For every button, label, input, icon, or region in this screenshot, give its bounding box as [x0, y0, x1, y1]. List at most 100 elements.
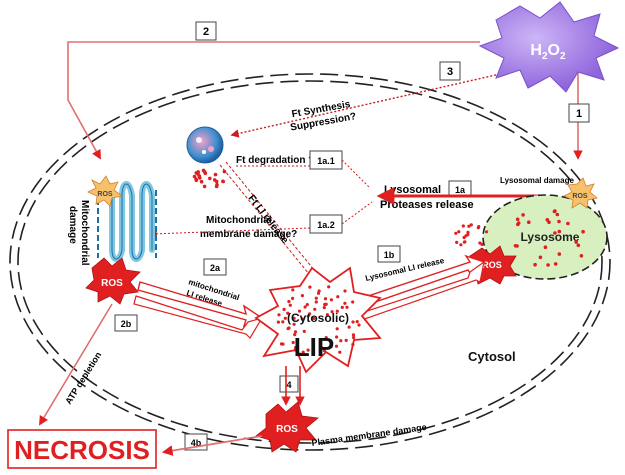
iron-dot — [314, 300, 318, 304]
iron-dot — [214, 179, 219, 184]
iron-dot — [291, 340, 295, 345]
svg-text:1a.1: 1a.1 — [317, 156, 335, 166]
iron-dot — [213, 172, 218, 177]
iron-dot — [533, 262, 537, 267]
iron-dot — [287, 326, 291, 330]
step-box-4: 4 — [279, 375, 299, 393]
arrow-2-h2o2-to-mitochondria — [67, 41, 480, 160]
iron-dot — [335, 309, 339, 313]
iron-dot — [351, 333, 356, 337]
mito-damage-labels: Mitochondrial damage — [67, 200, 90, 266]
iron-dot — [336, 295, 340, 299]
iron-dot — [576, 243, 581, 248]
iron-dot — [323, 297, 328, 301]
lysosomal-released-iron — [454, 223, 489, 247]
iron-dot — [553, 231, 557, 235]
iron-dot — [325, 313, 329, 317]
lysosomal-label: Lysosomal — [384, 184, 441, 196]
iron-dot — [574, 240, 578, 244]
ferritin-iron-dots — [192, 168, 227, 189]
iron-dot — [343, 289, 347, 293]
iron-dot — [319, 346, 324, 350]
iron-dot — [322, 349, 326, 353]
h2o2-label: H — [530, 42, 542, 59]
cell-membrane — [9, 73, 611, 451]
svg-text:3: 3 — [447, 66, 453, 78]
step-box-2b: 2b — [114, 314, 138, 332]
iron-dot — [313, 307, 317, 311]
iron-dot — [198, 176, 202, 180]
svg-text:ROS: ROS — [482, 260, 502, 270]
iron-dot — [455, 240, 459, 244]
step-box-3: 3 — [439, 61, 461, 81]
step-box-1b: 1b — [377, 245, 401, 263]
iron-dot — [329, 345, 333, 349]
iron-dot — [324, 302, 328, 306]
iron-dot — [291, 288, 295, 292]
svg-text:1a.2: 1a.2 — [317, 220, 335, 230]
iron-dot — [467, 224, 471, 228]
iron-dot — [292, 316, 296, 320]
svg-text:ROS: ROS — [97, 191, 113, 198]
iron-dot — [355, 320, 359, 324]
cytosol-label: Cytosol — [468, 349, 516, 364]
arrow-4-lip-to-ros — [281, 366, 305, 406]
iron-dot — [553, 262, 558, 266]
iron-dot — [281, 320, 285, 324]
iron-dot — [291, 296, 295, 300]
step-box-2a: 2a — [203, 258, 227, 276]
iron-dot — [555, 212, 560, 217]
svg-text:2: 2 — [203, 26, 209, 38]
ferritin-sphere — [186, 126, 224, 164]
cytosolic-label: (Cytosolic) — [287, 311, 349, 325]
mito-damage-label-1: Mitochondrial — [79, 200, 90, 266]
h2o2-burst: H2O2 — [478, 1, 620, 93]
iron-dot — [282, 307, 286, 311]
svg-text:H2O2: H2O2 — [530, 42, 566, 62]
iron-dot — [461, 224, 465, 228]
ft-li-release-line — [219, 161, 325, 286]
iron-dot — [516, 221, 521, 225]
step-box-2: 2 — [195, 21, 217, 41]
iron-dot — [566, 221, 570, 226]
iron-dot — [312, 316, 316, 320]
iron-dot — [466, 230, 470, 234]
iron-dot — [521, 213, 525, 217]
iron-dot — [201, 168, 206, 173]
iron-dot — [352, 335, 356, 340]
iron-dot — [306, 348, 310, 352]
mito-ros-red-burst: ROS — [85, 257, 141, 305]
lysosome-ros-burst: ROS — [563, 177, 598, 209]
lysosome-label: Lysosome — [521, 230, 580, 244]
ft-degradation-label: Ft degradation ? — [236, 155, 314, 166]
iron-dot — [478, 241, 482, 245]
iron-dot — [196, 172, 200, 176]
iron-dot — [464, 234, 468, 238]
mito-damage-label-2: damage — [67, 206, 78, 244]
mitochondria-ros-burst: ROS — [87, 175, 123, 207]
iron-dot — [344, 338, 348, 342]
plasma-membrane-damage-label: Plasma membrane damage — [311, 422, 427, 448]
proteases-release-label: Proteases release — [380, 199, 474, 211]
iron-dot — [281, 342, 285, 346]
iron-dot — [343, 301, 347, 305]
iron-dot — [547, 220, 551, 224]
svg-text:4: 4 — [286, 380, 291, 390]
arrow-2b-atp-depletion — [39, 303, 113, 426]
arrow-lip-lysosome — [349, 254, 486, 323]
iron-dot — [469, 223, 473, 227]
step-box-1a2: 1a.2 — [309, 214, 343, 234]
iron-dot — [302, 329, 306, 333]
iron-dot — [340, 305, 344, 309]
lysosome-iron-dots — [513, 209, 585, 267]
svg-text:1: 1 — [576, 108, 582, 120]
iron-dot — [277, 313, 281, 317]
iron-dot — [327, 285, 331, 289]
iron-dot — [317, 289, 321, 293]
iron-dot — [322, 306, 326, 310]
mito-membrane-label-2: membrane damage? — [200, 229, 297, 240]
iron-dot — [276, 320, 280, 324]
plasma-membrane-ros-burst: ROS — [255, 401, 319, 453]
iron-dot — [338, 350, 342, 354]
